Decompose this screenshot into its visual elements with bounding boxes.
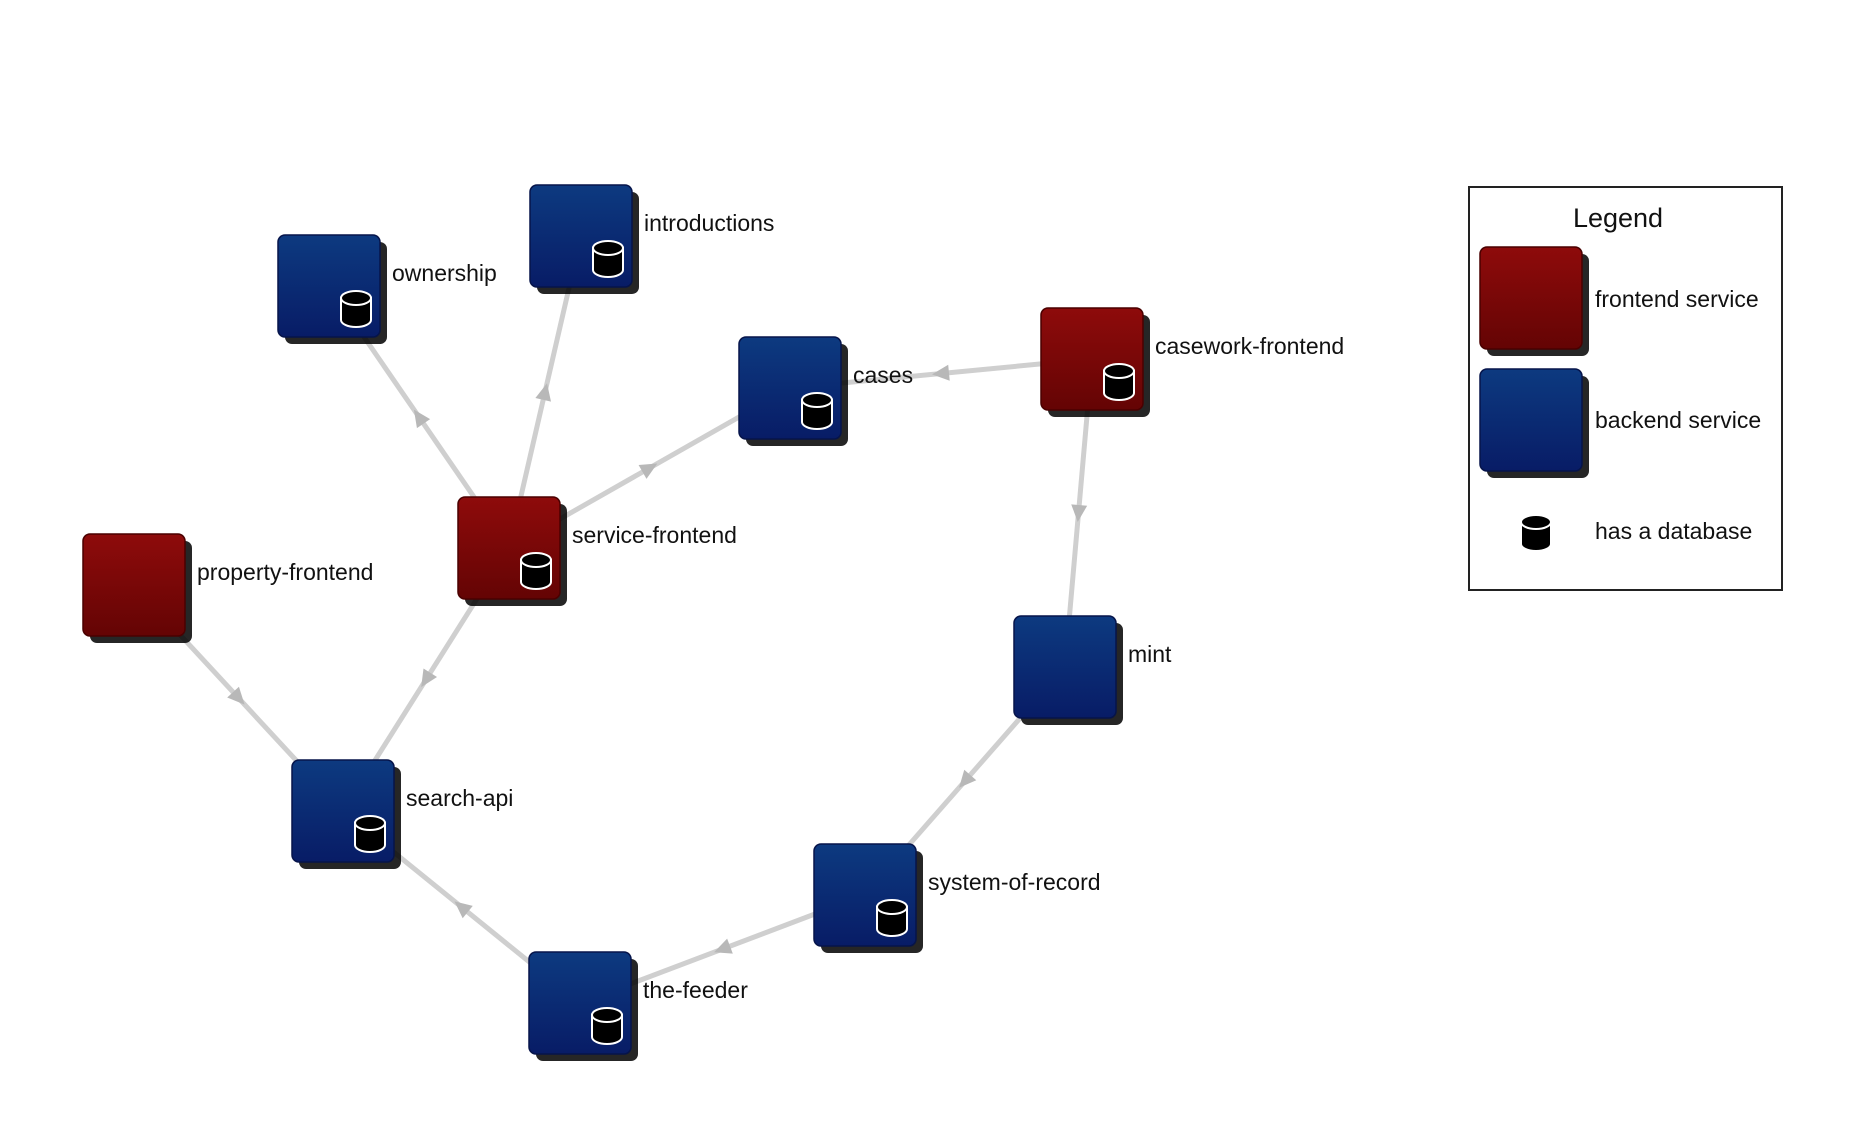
database-icon [591,1007,623,1045]
legend-item-label: frontend service [1595,286,1759,312]
database-icon [520,552,552,590]
node-label: system-of-record [928,869,1101,895]
database-icon [1520,514,1552,552]
backend-service-box [528,951,638,1061]
legend-item-backend: backend service [1479,368,1761,478]
legend-title: Legend [1573,203,1663,233]
node-the-feeder[interactable]: the-feeder [528,951,748,1061]
backend-service-box [813,843,923,953]
nodes-layer: ownership introductions cases casework-fron… [82,184,1344,1061]
frontend-service-box [1040,307,1150,417]
node-label: search-api [406,785,513,811]
arrow-icon [227,686,245,705]
backend-service-box [529,184,639,294]
database-icon [592,240,624,278]
legend: Legend frontend service backend service ha… [1468,186,1783,591]
node-label: service-frontend [572,522,737,548]
arrow-icon [535,383,551,402]
arrow-icon [1071,504,1088,522]
database-icon [340,290,372,328]
frontend-service-box [82,533,192,643]
node-label: cases [853,362,913,388]
database-icon [1103,363,1135,401]
arrow-icon [413,409,431,429]
backend-service-box [277,234,387,344]
arrow-icon [959,769,977,788]
arrow-icon [421,668,438,688]
node-label: introductions [644,210,774,236]
arrow-icon [714,938,733,954]
database-icon [801,392,833,430]
legend-items: frontend service backend service has a dat… [1479,246,1761,552]
backend-service-box [1013,615,1123,725]
node-introductions[interactable]: introductions [529,184,774,294]
node-property-frontend[interactable]: property-frontend [82,533,373,643]
legend-item-label: has a database [1595,518,1752,544]
node-ownership[interactable]: ownership [277,234,497,344]
node-label: mint [1128,641,1172,667]
database-icon [876,899,908,937]
node-search-api[interactable]: search-api [291,759,513,869]
node-label: ownership [392,260,497,286]
legend-item-label: backend service [1595,407,1761,433]
arrow-icon [638,463,658,479]
arrow-icon [932,364,950,381]
node-label: property-frontend [197,559,373,585]
node-system-of-record[interactable]: system-of-record [813,843,1101,953]
legend-backend-swatch [1479,368,1589,478]
node-mint[interactable]: mint [1013,615,1172,725]
node-service-frontend[interactable]: service-frontend [457,496,737,606]
node-cases[interactable]: cases [738,336,913,446]
backend-service-box [738,336,848,446]
node-label: casework-frontend [1155,333,1344,359]
node-label: the-feeder [643,977,748,1003]
node-casework-frontend[interactable]: casework-frontend [1040,307,1344,417]
legend-item-database: has a database [1520,514,1752,552]
arrow-icon [454,901,473,919]
legend-item-frontend: frontend service [1479,246,1759,356]
frontend-service-box [457,496,567,606]
backend-service-box [291,759,401,869]
database-icon [354,815,386,853]
legend-frontend-swatch [1479,246,1589,356]
